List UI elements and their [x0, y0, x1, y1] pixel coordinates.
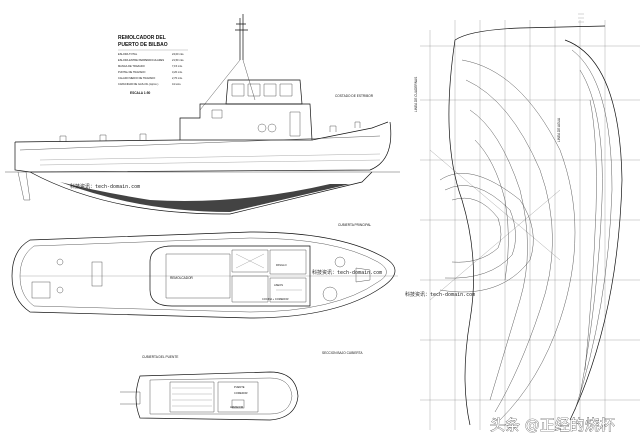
side-elevation-view: COSTADO DE ESTRIBOR	[5, 14, 400, 215]
spec-label: CALADO MEDIO DE TRAZADO	[118, 76, 155, 80]
title-line-1: REMOLCADOR DEL	[118, 35, 166, 41]
label-remolcador: REMOLCADOR	[170, 276, 194, 280]
source-caption: 头条 @正经的烧杯	[490, 416, 615, 434]
spec-value: 24,00 mts.	[172, 52, 184, 56]
label-cocina: COCINA + COMEDOR	[262, 297, 289, 301]
spec-label: PUNTAL DE TRAZADO	[118, 70, 145, 74]
label-seccion-bajo-cubierta: SECCION BAJO CUBIERTA	[322, 351, 363, 355]
spec-label: CAPACIDAD DE GAS-OIL (Aprox.)	[118, 82, 158, 86]
label-cubierta-puente: CUBIERTA DEL PUENTE	[142, 355, 178, 359]
watermark: 科技资讯：tech-domain.com	[405, 291, 475, 298]
label-costado-estribor: COSTADO DE ESTRIBOR	[335, 94, 374, 98]
deck-plan-view: REMOLCADOR COCINA + COMEDOR PASILLO ASEO…	[11, 223, 398, 355]
label-linea-cuadernas: LINEA DE CUADERNAS	[414, 77, 418, 112]
spec-label: MANGA DE TRAZADO	[118, 64, 145, 68]
spec-value: 41 tons.	[172, 82, 182, 86]
scale-label: ESCALA 1:50	[130, 91, 150, 95]
label-aseos: ASEOS	[274, 283, 283, 287]
watermark: 科技资讯：tech-domain.com	[312, 269, 382, 276]
spec-value: 3,20 mts.	[172, 70, 183, 74]
spec-label: ESLORA ENTRE PERPENDICULARES	[118, 58, 164, 62]
watermark: 科技资讯：tech-domain.com	[70, 183, 140, 190]
label-linea-agua: LINEA DE AGUA	[557, 117, 561, 142]
label-puente: PUENTE	[234, 385, 245, 389]
lines-plan-view: LINEA DE CUADERNAS LINEA DE AGUA	[414, 13, 640, 430]
title-block: REMOLCADOR DEL PUERTO DE BILBAO ESLORA T…	[118, 35, 188, 95]
label-pasillo: PASILLO	[276, 263, 287, 267]
spec-label: ESLORA TOTAL	[118, 52, 138, 56]
title-line-2: PUERTO DE BILBAO	[118, 42, 168, 48]
spec-table: ESLORA TOTAL 24,00 mts. ESLORA ENTRE PER…	[118, 49, 188, 86]
label-cubierta-principal: CUBIERTA PRINCIPAL	[338, 223, 371, 227]
label-comedor: COMEDOR	[234, 391, 248, 395]
spec-value: 7,15 mts.	[172, 64, 183, 68]
spec-value: 2,70 mts.	[172, 76, 183, 80]
bridge-deck-view: PUENTE COMEDOR ARMADOR CUBIERTA DEL PUEN…	[120, 355, 299, 421]
label-armador: ARMADOR	[230, 405, 243, 409]
spec-value: 21,50 mts.	[172, 58, 184, 62]
